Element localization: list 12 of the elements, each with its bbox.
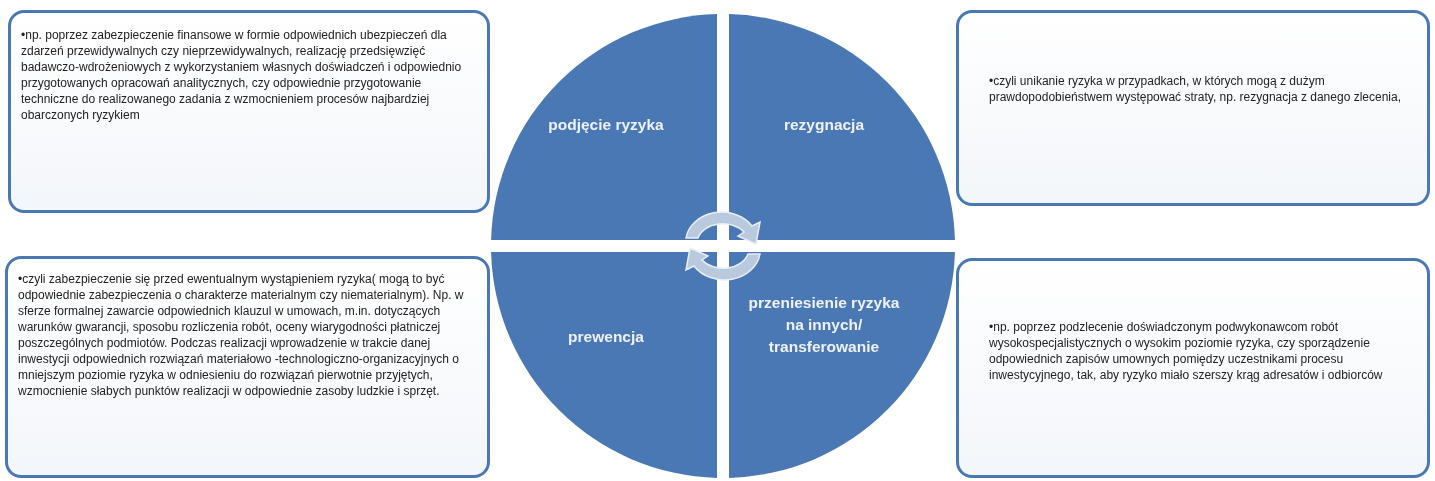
- quadrant-label: podjęcie ryzyka: [547, 115, 665, 135]
- description-text: •np. poprzez zabezpieczenie finansowe w formie odpowiednich ubezpieczeń dla zdarzeń przewidywalnych czy nieprzewidywalnych, realizację przedsięwzięć badawczo-wdrożeniowych z wykorzystaniem własnych doświadczeń i odpowiednio przygotowanych opracowań analitycznych, czy odpowiednie przygotowanie techniczne do realizowanego zadania z wzmocnieniem procesów najbardziej obarczonych ryzykiem: [21, 27, 463, 123]
- description-box: [5, 256, 490, 478]
- description-text: •np. poprzez podzlecenie doświadczonym podwykonawcom robót wysokospecjalistycznych o wysokim poziomie ryzyka, czy sporządzenie odpowiednich zapisów umownych pomiędzy uczestnikami procesu inwestycyjnego, tak, aby ryzyko miało szerszy krąg adresatów i odbiorców: [989, 319, 1384, 383]
- description-box: [956, 10, 1430, 206]
- description-box: [956, 258, 1430, 478]
- quadrant-label: rezygnacja: [782, 115, 866, 135]
- quadrant-label: prewencja: [567, 327, 645, 347]
- description-box: [8, 10, 490, 213]
- description-text: •czyli unikanie ryzyka w przypadkach, w których mogą z dużym prawdopodobieństwem występować straty, np. rezygnacja z danego zlecenia,: [989, 73, 1402, 105]
- quadrant-label: przeniesienie ryzyka na innych/ transferowanie: [747, 293, 901, 357]
- description-text: •czyli zabezpieczenie się przed ewentualnym wystąpieniem ryzyka( mogą to być odpowiednie zabezpieczenia o charakterze materialnym czy niematerialnym). Np. w sferze formalnej zawarcie odpowiednich klauzul w umowach, m.in. dotyczących warunków gwarancji, sposobu rozliczenia robót, oceny wiarygodności płatniczej poszczególnych podmiotów. Podczas realizacji wprowadzenie w trakcie danej inwestycji odpowiednich rozwiązań materiałowo -technologiczno-organizacyjnych o mniejszym poziomie ryzyka w odniesieniu do rozwiązań pierwotnie przyjętych, wzmocnienie słabych punktów realizacji w odpowiednie zasoby ludzkie i sprzęt.: [18, 271, 465, 399]
